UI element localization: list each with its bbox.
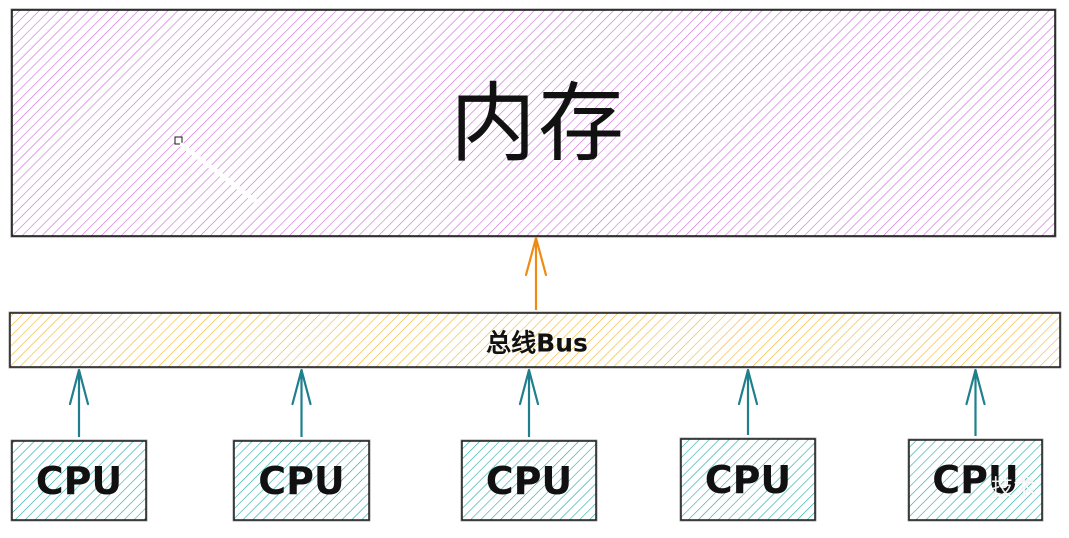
cpu-to-bus-arrow-head <box>68 368 90 406</box>
cpu-box-sketch-outline <box>232 439 371 522</box>
bus-to-memory-arrow-head <box>524 236 548 277</box>
bus-block <box>8 311 1062 369</box>
memory-white-stroke <box>179 142 261 206</box>
cpu-box-sketch-outline <box>460 439 598 522</box>
memory-box <box>11 9 1056 237</box>
memory-block <box>10 8 1057 238</box>
bus-box-sketch-outline <box>8 311 1062 369</box>
cpu-box <box>908 439 1043 521</box>
cpu-box <box>11 440 147 521</box>
cpu-arrows <box>68 368 986 437</box>
cpu-boxes <box>10 437 1044 522</box>
cpu-to-bus-arrow-head <box>518 368 540 406</box>
cpu-box <box>680 438 816 521</box>
memory-selection-handle <box>174 136 183 145</box>
cpu-box-sketch-outline <box>10 439 148 522</box>
cpu-to-bus-arrow-head <box>291 368 312 406</box>
cpu-box-sketch-outline <box>679 437 817 522</box>
cpu-to-bus-arrow-head <box>965 368 986 406</box>
cpu-box <box>461 440 597 521</box>
memory-box-sketch-outline <box>10 8 1057 238</box>
cpu-to-bus-arrow-head <box>737 368 759 406</box>
bus-to-memory-arrow <box>524 236 548 310</box>
cpu-box <box>233 440 370 521</box>
bus-box <box>9 312 1061 368</box>
cpu-box-sketch-outline <box>907 438 1044 522</box>
